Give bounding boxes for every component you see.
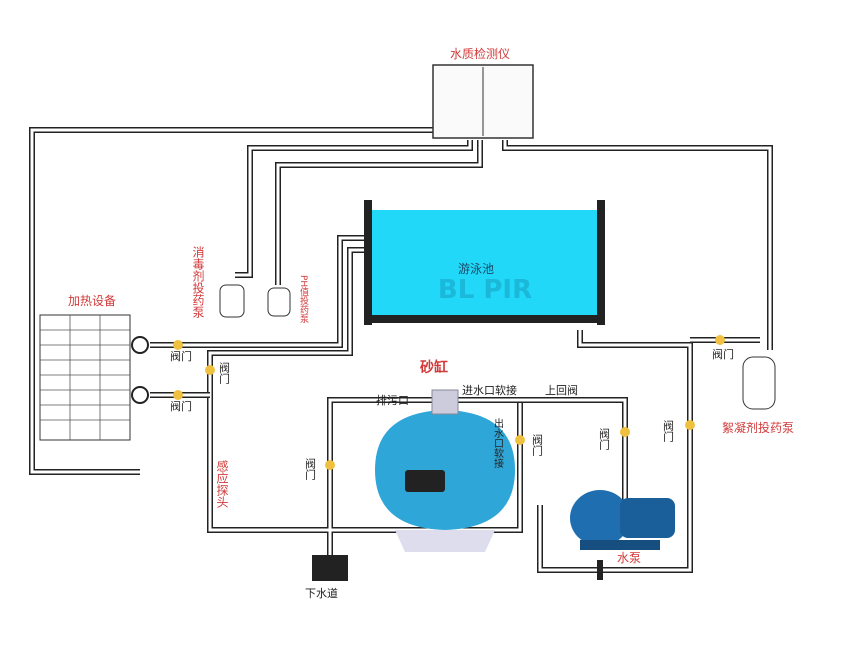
pump-label: 水泵: [617, 551, 641, 565]
pool-watermark: BL PIR: [438, 275, 532, 305]
ph-pump-label: PH值投药泵: [298, 275, 309, 323]
valve-label: 阀门: [218, 361, 231, 385]
valve-label: 阀门: [662, 419, 675, 443]
flocculant-pump: 絮凝剂投药泵: [722, 356, 794, 435]
valve-label: 阀门: [170, 349, 192, 363]
pool-label: 游泳池: [458, 262, 494, 276]
water-tester: 水质检测仪: [432, 46, 534, 139]
heater: 加热设备: [39, 294, 149, 441]
disinfectant-pump-label: 消毒剂投药泵: [191, 246, 205, 318]
flocculant-pump-label: 絮凝剂投药泵: [722, 420, 794, 435]
heater-label: 加热设备: [68, 294, 116, 308]
disinfectant-pump: 消毒剂投药泵: [191, 246, 245, 318]
upper-return-valve-label: 上回阀: [545, 383, 578, 397]
ph-pump: PH值投药泵: [267, 275, 309, 323]
valve-label: 阀门: [712, 347, 734, 361]
water-pump: 水泵: [570, 490, 675, 565]
valve-label: 阀门: [598, 427, 611, 451]
sewer-label: 下水道: [305, 586, 338, 600]
outlet-hose-label: 出水口软接: [492, 417, 504, 469]
drain-outlet-label: 排污口: [376, 393, 409, 407]
valve-label: 阀门: [304, 457, 317, 481]
inlet-hose-label: 进水口软接: [462, 383, 517, 397]
valve-label: 阀门: [170, 399, 192, 413]
valve-label: 阀门: [531, 433, 544, 457]
sensor-probe-label: 感应探头: [215, 459, 229, 508]
swimming-pool: BL PIR 游泳池: [364, 200, 605, 325]
valves: 阀门 阀门 阀门 阀门 阀门 阀门 阀门 阀门: [170, 335, 734, 481]
sewer: 下水道: [305, 555, 348, 600]
sand-filter: 砂缸 排污口 进水口软接 上回阀 出水口软接: [375, 359, 578, 552]
sand-filter-label: 砂缸: [419, 359, 448, 376]
water-tester-label: 水质检测仪: [450, 46, 510, 61]
pipes: [29, 127, 773, 580]
